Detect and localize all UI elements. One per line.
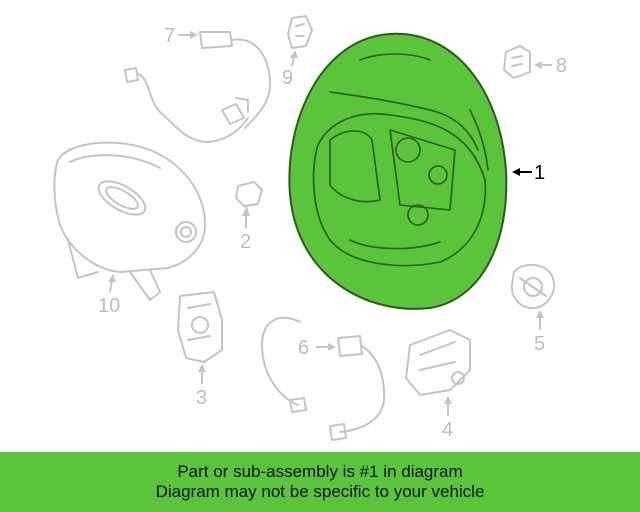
callout-arrow-4 <box>444 396 452 416</box>
part-7-wiring-harness[interactable] <box>124 31 272 143</box>
callout-arrow-2 <box>242 208 250 228</box>
callout-arrow-5 <box>536 310 544 330</box>
callout-label-10[interactable]: 10 <box>98 295 120 317</box>
callout-arrow-3 <box>198 364 206 384</box>
callout-arrow-6 <box>316 343 336 351</box>
info-banner: Part or sub-assembly is #1 in diagram Di… <box>0 452 640 512</box>
callout-label-7[interactable]: 7 <box>164 25 175 47</box>
callout-label-6[interactable]: 6 <box>298 337 309 359</box>
callout-arrow-10 <box>108 274 116 293</box>
part-6-cable[interactable] <box>261 316 386 441</box>
banner-line-2: Diagram may not be specific to your vehi… <box>155 482 485 501</box>
callout-arrow-9 <box>290 50 298 67</box>
exploded-parts-diagram: 1 2 3 4 5 6 7 8 9 10 <box>53 15 567 441</box>
callout-arrow-8 <box>534 61 552 69</box>
callout-label-2[interactable]: 2 <box>240 231 251 253</box>
callout-label-9[interactable]: 9 <box>282 67 293 89</box>
part-1-steering-wheel[interactable] <box>288 32 508 310</box>
callout-label-5[interactable]: 5 <box>534 333 545 355</box>
callout-label-8[interactable]: 8 <box>556 55 567 77</box>
part-3-switch[interactable] <box>177 291 223 363</box>
callout-arrow-1 <box>512 168 532 176</box>
part-8-bracket[interactable] <box>503 45 531 79</box>
callout-label-4[interactable]: 4 <box>442 419 453 441</box>
part-10-air-bag-module[interactable] <box>53 141 206 301</box>
part-5-retainer[interactable] <box>510 264 555 310</box>
callout-label-3[interactable]: 3 <box>196 387 207 409</box>
part-9-clip[interactable] <box>287 15 313 49</box>
callout-arrow-7 <box>178 31 198 39</box>
part-4-module[interactable] <box>405 329 471 396</box>
banner-line-1: Part or sub-assembly is #1 in diagram <box>177 462 463 481</box>
part-2-bolt[interactable] <box>235 181 263 215</box>
callout-label-1[interactable]: 1 <box>534 162 545 184</box>
